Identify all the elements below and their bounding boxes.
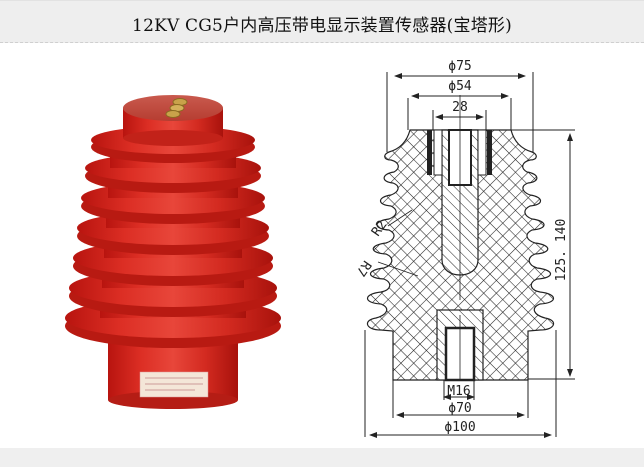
dimension-drawing: ϕ75 ϕ54 28 125. 140 R2 R7 M16 ϕ70 ϕ100 [352,59,575,438]
dim-top-outer: ϕ75 [448,59,471,74]
product-photo [65,95,281,409]
dim-base-outer: ϕ100 [444,420,475,435]
dim-height: 125. 140 [554,219,569,282]
footer-bar [0,448,644,467]
dim-radius-r2: R2 [369,218,390,239]
dim-thread: M16 [447,384,470,399]
page-title: 12KV CG5户内高压带电显示装置传感器(宝塔形) [132,16,512,36]
dim-base-inner: ϕ70 [448,401,471,416]
dim-top-inner: ϕ54 [448,79,472,94]
title-bar: 12KV CG5户内高压带电显示装置传感器(宝塔形) [0,0,644,43]
dim-radius-r7: R7 [352,257,373,278]
dim-insert-spacing: 28 [452,100,468,115]
